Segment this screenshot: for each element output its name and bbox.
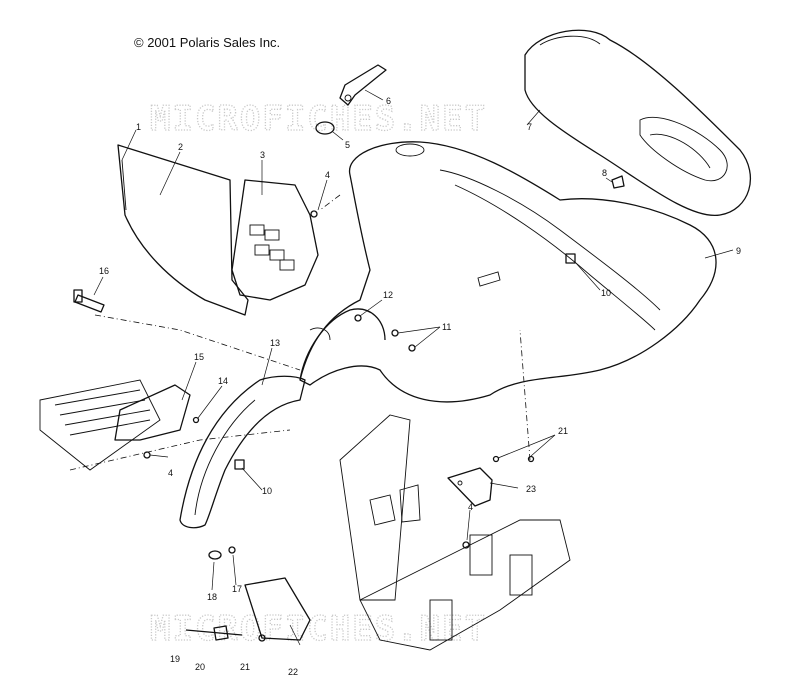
part-10-nut-clip[interactable] [234,253,576,470]
part-21-screw-bottom[interactable] [258,634,266,642]
part-18-nut[interactable] [208,550,222,560]
callout-6: 6 [386,96,391,106]
part-14-screw[interactable] [192,416,200,424]
part-2-footwell-panel[interactable] [117,144,249,316]
part-9-front-body[interactable] [299,141,717,403]
callout-5: 5 [345,140,350,150]
callout-3: 3 [260,150,265,160]
part-6-clip-bracket[interactable] [339,64,387,106]
copyright-notice: © 2001 Polaris Sales Inc. [134,35,281,50]
callout-20: 20 [195,662,205,672]
part-21-screws-top[interactable] [492,455,535,463]
callout-18: 18 [207,592,217,602]
callout-22: 22 [288,667,298,677]
part-5-grommet[interactable] [315,121,335,135]
callout-10: 10 [601,288,611,298]
part-17-washer[interactable] [228,546,236,554]
part-4-screws[interactable] [143,210,470,549]
part-8-clip[interactable] [611,175,625,189]
watermark-top: MICROFICHES.NET [150,99,487,139]
assembly-lines [69,194,531,471]
callout-12: 12 [383,290,393,300]
callout-21: 21 [240,662,250,672]
leader-lines [93,89,734,646]
callout-4: 4 [325,170,330,180]
part-20-knob[interactable] [213,625,229,641]
callout-10: 10 [262,486,272,496]
part-12-fastener[interactable] [354,314,362,322]
part-22-side-panel[interactable] [244,577,311,641]
callout-21: 21 [558,426,568,436]
callout-17: 17 [232,584,242,594]
callout-1: 1 [136,122,141,132]
part-15-mud-guard[interactable] [114,384,191,441]
footrest-left [39,379,161,471]
part-16-bolt[interactable] [73,289,105,313]
part-7-seat-cover[interactable] [524,29,751,216]
callouts: 1 2 3 4 4 4 5 6 7 8 9 10 10 11 12 13 14 … [99,96,741,677]
callout-4: 4 [468,502,473,512]
part-23-bracket[interactable] [447,467,493,507]
callout-23: 23 [526,484,536,494]
part-13-fender-flare[interactable] [179,375,306,529]
callout-2: 2 [178,142,183,152]
callout-8: 8 [602,168,607,178]
callout-7: 7 [527,122,532,132]
watermark-bottom: MICROFICHES.NET [150,609,487,649]
part-11-fasteners[interactable] [391,329,416,352]
callout-15: 15 [194,352,204,362]
part-3-footrest-guard[interactable] [231,179,319,301]
callout-16: 16 [99,266,109,276]
callout-19: 19 [170,654,180,664]
callout-9: 9 [736,246,741,256]
callout-11: 11 [442,322,451,332]
part-19-rod[interactable] [185,629,243,636]
callout-13: 13 [270,338,280,348]
callout-4: 4 [168,468,173,478]
frame [339,414,571,651]
callout-14: 14 [218,376,228,386]
